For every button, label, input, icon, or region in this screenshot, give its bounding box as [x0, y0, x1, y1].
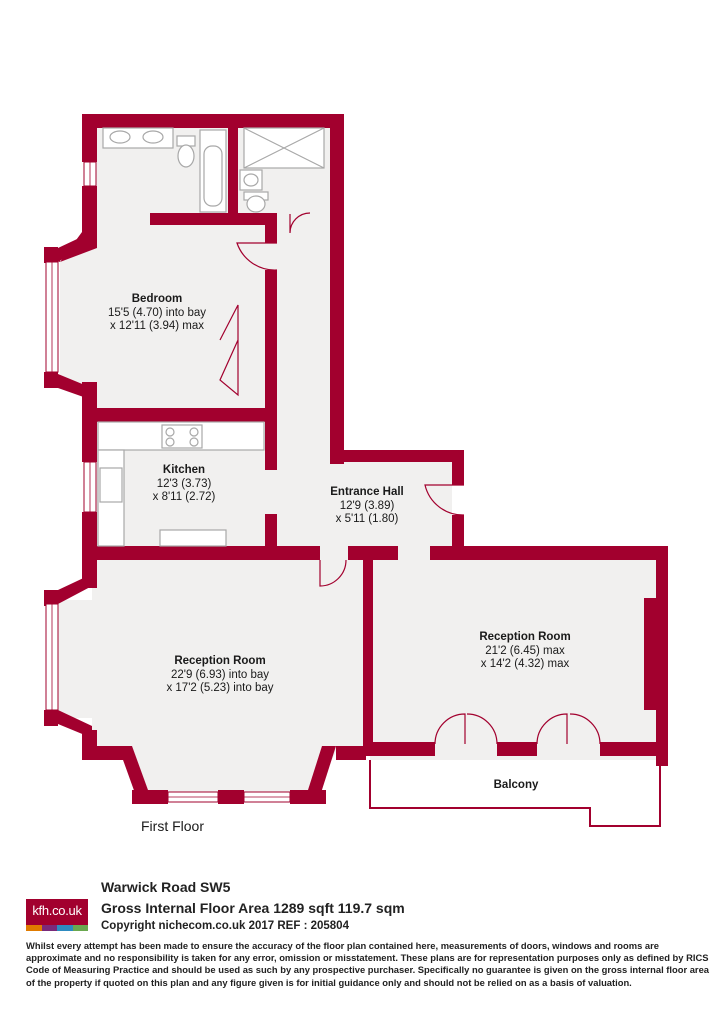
- room-dimension: x 14'2 (4.32) max: [480, 658, 570, 670]
- property-address: Warwick Road SW5: [101, 879, 231, 895]
- floor-area-summary: Gross Internal Floor Area 1289 sqft 119.…: [101, 900, 405, 916]
- room-label-entrance-hall: Entrance Hall 12'9 (3.89) x 5'11 (1.80): [312, 486, 422, 527]
- doors: [219, 212, 601, 745]
- kfh-logo: kfh.co.uk: [26, 899, 88, 929]
- logo-bar: [57, 925, 73, 931]
- copyright-text: Copyright nichecom.co.uk 2017 REF : 2058…: [101, 920, 349, 932]
- logo-bar: [26, 925, 42, 931]
- balcony-outline: [369, 760, 661, 827]
- window-lines: [51, 162, 290, 798]
- floor-label: First Floor: [141, 818, 204, 834]
- room-dimension: 12'3 (3.73): [156, 477, 212, 490]
- room-label-reception-left: Reception Room 22'9 (6.93) into bay x 17…: [146, 655, 294, 696]
- room-dimension: x 8'11 (2.72): [152, 491, 216, 503]
- disclaimer-text: Whilst every attempt has been made to en…: [26, 940, 710, 988]
- room-dimension: 15'5 (4.70) into bay: [107, 306, 207, 319]
- room-label-bedroom: Bedroom 15'5 (4.70) into bay x 12'11 (3.…: [96, 293, 218, 334]
- logo-bar: [72, 925, 88, 931]
- room-label-balcony: Balcony: [480, 779, 552, 793]
- room-label-reception-right: Reception Room 21'2 (6.45) max x 14'2 (4…: [463, 631, 587, 672]
- room-name: Reception Room: [174, 655, 266, 667]
- logo-bar: [41, 925, 57, 931]
- room-name: Bedroom: [131, 293, 183, 305]
- room-dimension: 12'9 (3.89): [339, 499, 395, 512]
- floor-plan: [44, 114, 668, 827]
- room-name: Reception Room: [479, 631, 571, 643]
- room-dimension: 21'2 (6.45) max: [485, 644, 565, 657]
- room-dimension: x 12'11 (3.94) max: [109, 320, 205, 332]
- room-name: Kitchen: [162, 464, 206, 476]
- room-name: Entrance Hall: [330, 486, 404, 498]
- room-label-kitchen: Kitchen 12'3 (3.73) x 8'11 (2.72): [129, 464, 239, 505]
- room-dimension: x 5'11 (1.80): [335, 513, 399, 525]
- fixtures: [97, 127, 325, 547]
- room-dimension: 22'9 (6.93) into bay: [170, 668, 270, 681]
- walls: [44, 114, 668, 804]
- room-name: Balcony: [493, 779, 539, 791]
- room-dimension: x 17'2 (5.23) into bay: [166, 682, 274, 694]
- logo-color-bars: [26, 925, 88, 931]
